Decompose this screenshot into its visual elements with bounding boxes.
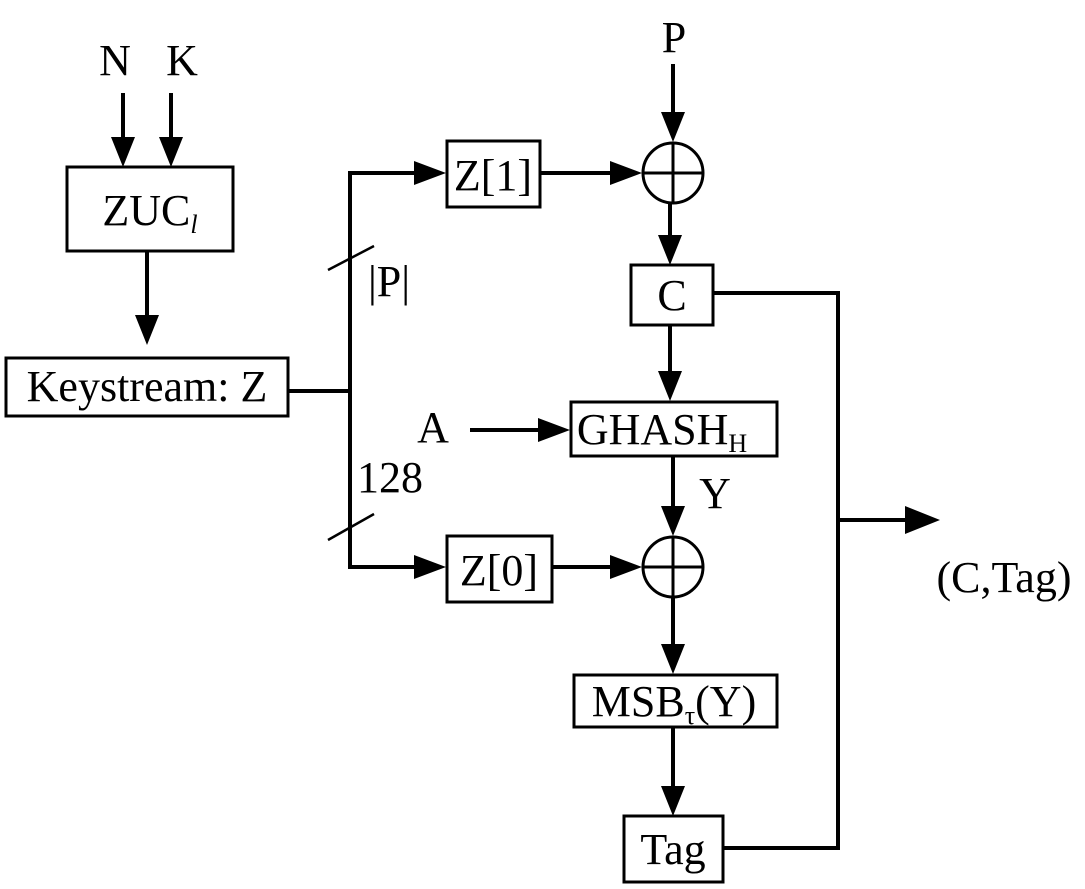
ghash-label: GHASH <box>577 405 729 454</box>
msb-label: MSB <box>592 677 685 726</box>
keystream-block <box>4 356 290 418</box>
p-length-label: |P| <box>368 257 410 306</box>
bit-width-label: 128 <box>357 453 423 502</box>
c-to-ghash-arrowhead <box>658 371 682 401</box>
ghash-to-xor-arrowhead <box>661 506 685 536</box>
to-z0-arrowhead <box>414 555 446 579</box>
svg-text:MSBτ(Y): MSBτ(Y) <box>592 677 757 730</box>
z0-block <box>445 534 554 604</box>
plaintext-label: P <box>662 13 686 62</box>
zuc-subscript: l <box>190 210 197 239</box>
output-arrowhead <box>905 506 940 534</box>
zuc-label: ZUC <box>102 186 190 235</box>
zuc-to-keystream-arrowhead <box>135 315 159 345</box>
z1-label: Z[1] <box>454 151 532 200</box>
svg-text:GHASHH: GHASHH <box>577 405 748 458</box>
nonce-label: N <box>99 36 131 85</box>
tag-label: Tag <box>640 825 705 874</box>
p-length-slash <box>327 244 375 272</box>
tag-block <box>622 814 725 884</box>
msb-block <box>572 673 779 729</box>
xor-tag <box>641 535 705 599</box>
msb-argument: (Y) <box>695 677 756 726</box>
xor-to-msb-arrowhead <box>661 644 685 674</box>
zuc-block <box>65 165 235 253</box>
ghash-block <box>569 400 779 458</box>
svg-text:ZUCl: ZUCl <box>102 186 197 239</box>
keystream-label: Keystream: Z <box>27 362 268 411</box>
key-arrowhead <box>159 137 183 167</box>
output-label: (C,Tag) <box>937 553 1072 602</box>
z0-to-xor-arrowhead <box>610 555 642 579</box>
bit-width-slash <box>327 512 375 542</box>
plaintext-arrowhead <box>661 112 685 142</box>
xor-encrypt <box>641 141 705 205</box>
ciphertext-label: C <box>657 271 686 320</box>
ghash-output-label: Y <box>699 469 731 518</box>
to-z1-arrowhead <box>414 161 446 185</box>
msb-subscript: τ <box>685 701 695 730</box>
aad-arrowhead <box>538 418 570 442</box>
xor-to-c-arrowhead <box>658 235 682 265</box>
aad-label: A <box>417 403 449 452</box>
c-to-output-wire <box>713 291 840 848</box>
msb-to-tag-arrowhead <box>661 786 685 816</box>
key-label: K <box>166 36 198 85</box>
z1-block <box>445 139 542 209</box>
z0-label: Z[0] <box>460 546 538 595</box>
ghash-subscript: H <box>728 429 747 458</box>
z1-to-xor-arrowhead <box>610 161 642 185</box>
nonce-arrowhead <box>111 137 135 167</box>
